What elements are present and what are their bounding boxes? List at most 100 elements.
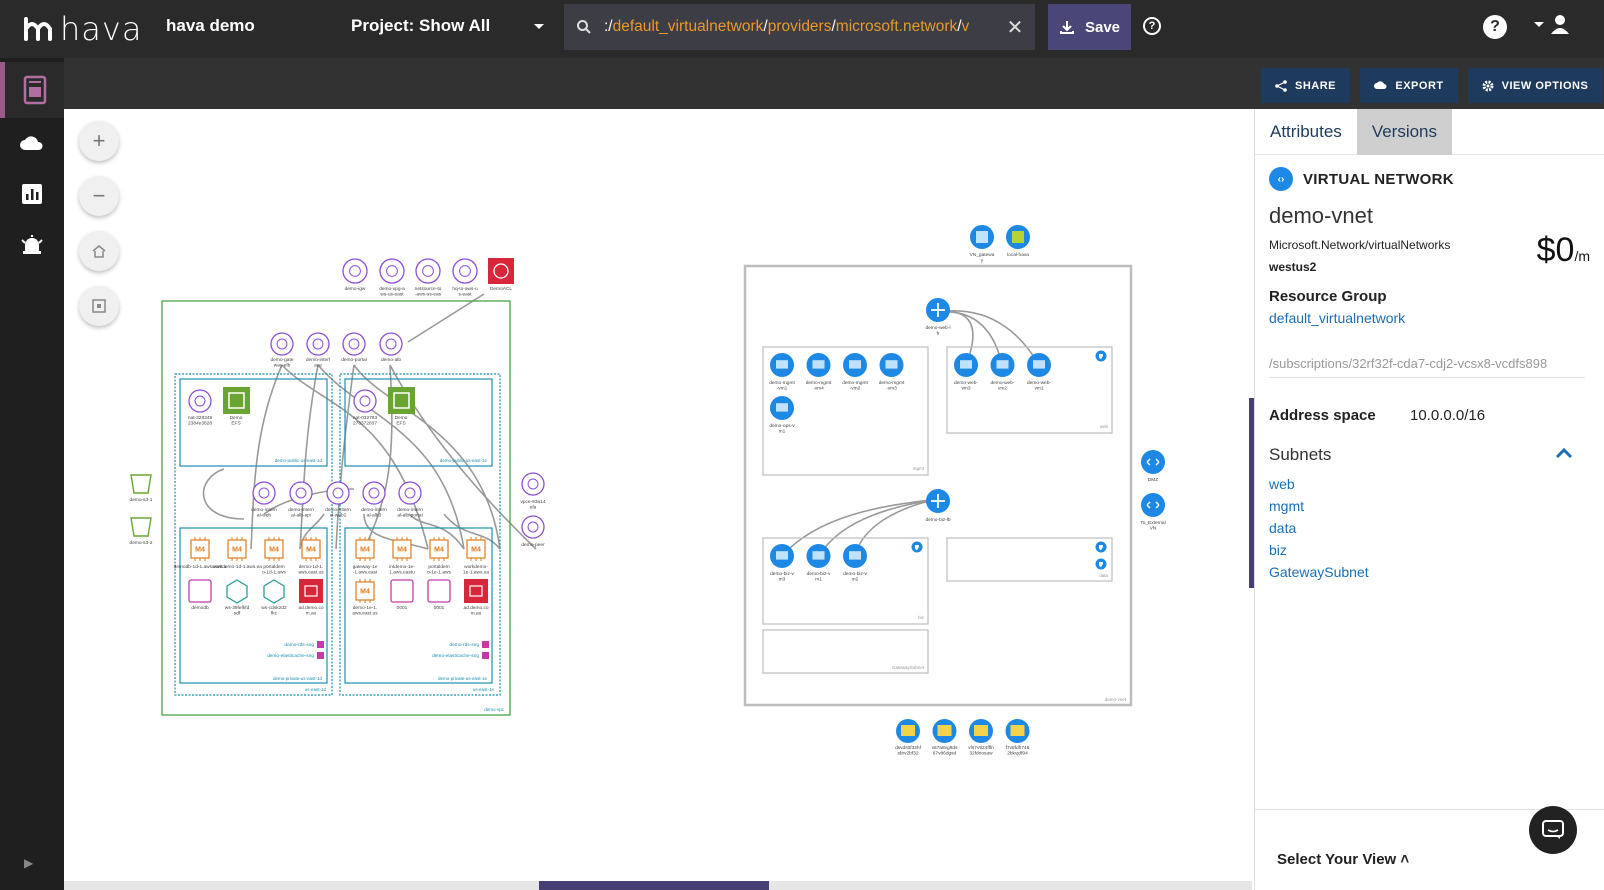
- database-icon[interactable]: [428, 580, 450, 602]
- internal-load-balancer-icon[interactable]: [290, 482, 312, 504]
- path-separator: :/: [604, 18, 613, 35]
- node-label: DemoEFS: [230, 415, 243, 426]
- ec2-instance-icon[interactable]: M4: [265, 537, 283, 561]
- close-icon[interactable]: ✕: [995, 15, 1035, 40]
- storage-account-icon[interactable]: [969, 719, 993, 743]
- help-icon[interactable]: ?: [1143, 17, 1161, 35]
- share-button[interactable]: SHARE: [1261, 68, 1350, 103]
- subnet-link-web[interactable]: web: [1269, 476, 1295, 492]
- select-view-button[interactable]: Select Your View ˄: [1277, 851, 1409, 868]
- resource-group-link[interactable]: default_virtualnetwork: [1269, 310, 1405, 326]
- node-label: demo-gateway-elb: [271, 357, 294, 368]
- expand-nav-icon[interactable]: ▶: [24, 856, 33, 870]
- ec2-instance-icon[interactable]: M4: [356, 537, 374, 561]
- search-input[interactable]: :/default_virtualnetwork/providers/micro…: [604, 18, 995, 36]
- internal-load-balancer-icon[interactable]: [399, 482, 421, 504]
- gateway-icon[interactable]: [416, 259, 440, 283]
- local-gateway-icon[interactable]: [1006, 225, 1030, 249]
- environment-name[interactable]: hava demo: [166, 16, 255, 36]
- subnet-link-data[interactable]: data: [1269, 520, 1296, 536]
- workspace-icon[interactable]: [264, 580, 284, 603]
- view-options-button[interactable]: VIEW OPTIONS: [1468, 68, 1602, 103]
- internal-load-balancer-icon[interactable]: [363, 482, 385, 504]
- save-button[interactable]: Save: [1048, 4, 1131, 50]
- nat-gateway-icon[interactable]: [189, 390, 211, 412]
- ec2-instance-icon[interactable]: M4: [430, 537, 448, 561]
- virtual-machine-icon[interactable]: [807, 544, 831, 568]
- search-bar[interactable]: :/default_virtualnetwork/providers/micro…: [564, 4, 1035, 50]
- load-balancer-icon[interactable]: [380, 333, 402, 355]
- database-icon[interactable]: [189, 580, 211, 602]
- horizontal-scrollbar[interactable]: [64, 881, 1252, 890]
- network-connection-icon[interactable]: [1141, 493, 1165, 517]
- gateway-icon[interactable]: [453, 259, 477, 283]
- s3-bucket-icon[interactable]: [131, 518, 151, 536]
- virtual-machine-icon[interactable]: [807, 353, 831, 377]
- storage-account-icon[interactable]: [896, 719, 920, 743]
- ec2-instance-icon[interactable]: M4: [191, 537, 209, 561]
- load-balancer-icon[interactable]: [271, 333, 293, 355]
- load-balancer-icon[interactable]: [343, 333, 365, 355]
- load-balancer-icon[interactable]: [307, 333, 329, 355]
- virtual-machine-icon[interactable]: [770, 396, 794, 420]
- subscription-id: /subscriptions/32rf32f-cda7-cdj2-vcsx8-v…: [1269, 356, 1585, 378]
- ec2-instance-icon[interactable]: M4: [356, 579, 374, 603]
- efs-icon[interactable]: [388, 387, 415, 414]
- hava-logo[interactable]: hava: [22, 10, 142, 48]
- node-label: demo-rds-sng: [284, 642, 314, 648]
- virtual-machine-icon[interactable]: [991, 353, 1015, 377]
- data-subnet-box: [947, 538, 1112, 581]
- virtual-machine-icon[interactable]: [770, 544, 794, 568]
- s3-bucket-icon[interactable]: [131, 475, 151, 493]
- gateway-icon[interactable]: [343, 259, 367, 283]
- biz-load-balancer-icon[interactable]: [926, 489, 950, 513]
- nav-cloud[interactable]: [0, 114, 64, 170]
- nat-gateway-icon[interactable]: [354, 390, 376, 412]
- storage-account-icon[interactable]: [1006, 719, 1030, 743]
- node-label: dsvds0f32hfsbrv2bf32: [895, 745, 922, 756]
- virtual-machine-icon[interactable]: [843, 544, 867, 568]
- help-circle-icon[interactable]: ?: [1483, 15, 1507, 39]
- gateway-icon[interactable]: [380, 259, 404, 283]
- export-button[interactable]: EXPORT: [1360, 68, 1458, 103]
- directory-service-icon[interactable]: [464, 579, 488, 603]
- network-acl-icon[interactable]: [488, 258, 514, 284]
- diagram-canvas[interactable]: + − demo-vpcdemo-igwdemo-vpg-aws-us-east…: [64, 109, 1252, 890]
- internal-load-balancer-icon[interactable]: [253, 482, 275, 504]
- nav-reports[interactable]: [0, 166, 64, 222]
- ec2-instance-icon[interactable]: M4: [228, 537, 246, 561]
- project-dropdown[interactable]: Project: Show All: [351, 16, 544, 36]
- database-icon[interactable]: [391, 580, 413, 602]
- chevron-up-icon[interactable]: [1554, 443, 1574, 463]
- network-connection-icon[interactable]: [1141, 450, 1165, 474]
- ec2-instance-icon[interactable]: M4: [393, 537, 411, 561]
- scrollbar-thumb[interactable]: [539, 881, 769, 890]
- directory-service-icon[interactable]: [299, 579, 323, 603]
- tab-attributes[interactable]: Attributes: [1255, 109, 1357, 155]
- node-label: demo-portal: [341, 357, 367, 363]
- internal-load-balancer-icon[interactable]: [327, 482, 349, 504]
- virtual-machine-icon[interactable]: [770, 353, 794, 377]
- nav-diagrams[interactable]: [0, 62, 64, 118]
- chat-button[interactable]: [1529, 806, 1577, 854]
- subnet-link-gateway[interactable]: GatewaySubnet: [1269, 564, 1369, 580]
- virtual-machine-icon[interactable]: [954, 353, 978, 377]
- endpoint-icon[interactable]: [522, 516, 544, 538]
- virtual-machine-icon[interactable]: [1027, 353, 1051, 377]
- virtual-machine-icon[interactable]: [843, 353, 867, 377]
- vpn-gateway-icon[interactable]: [970, 225, 994, 249]
- user-menu[interactable]: [1534, 14, 1570, 34]
- storage-account-icon[interactable]: [933, 719, 957, 743]
- nav-alerts[interactable]: [0, 218, 64, 274]
- efs-icon[interactable]: [223, 387, 250, 414]
- subnet-link-mgmt[interactable]: mgmt: [1269, 498, 1304, 514]
- workspace-icon[interactable]: [227, 580, 247, 603]
- web-load-balancer-icon[interactable]: [926, 298, 950, 322]
- virtual-machine-icon[interactable]: [880, 353, 904, 377]
- ec2-instance-icon[interactable]: M4: [302, 537, 320, 561]
- tab-versions[interactable]: Versions: [1357, 109, 1452, 155]
- subnet-link-biz[interactable]: biz: [1269, 542, 1287, 558]
- endpoint-icon[interactable]: [522, 473, 544, 495]
- ec2-instance-icon[interactable]: M4: [467, 537, 485, 561]
- subnet-group-icon: [317, 641, 324, 648]
